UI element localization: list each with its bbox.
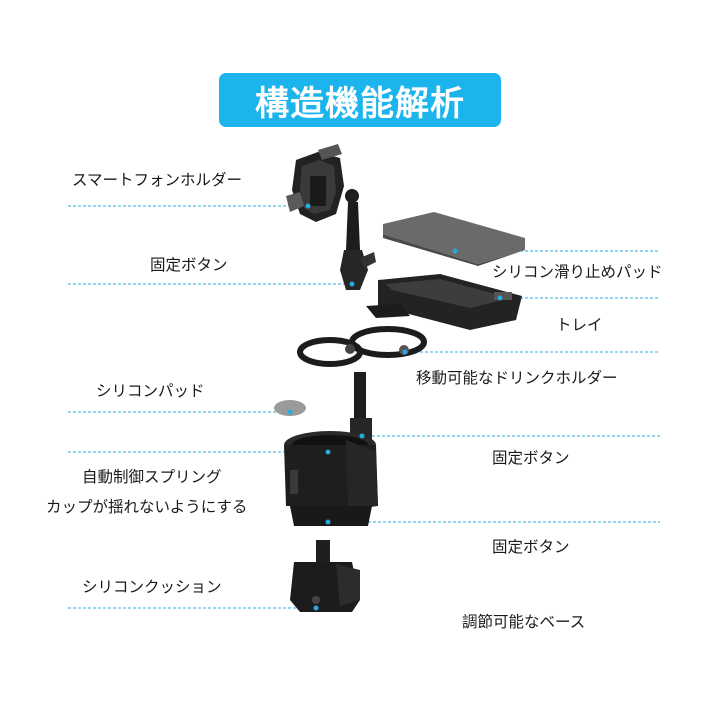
arm-part — [340, 189, 376, 290]
phone-holder-part — [286, 144, 344, 222]
label-lock-button-2: 固定ボタン — [492, 449, 570, 467]
cup-holder-body-part — [284, 431, 378, 526]
adjustable-base-part — [290, 540, 360, 612]
label-tray: トレイ — [556, 316, 603, 334]
label-lock-button-3: 固定ボタン — [492, 538, 570, 556]
label-spring-line1: 自動制御スプリング — [82, 468, 222, 486]
label-lock-button-1: 固定ボタン — [150, 256, 228, 274]
tray-part — [366, 274, 522, 330]
label-movable-holder: 移動可能なドリンクホルダー — [416, 369, 618, 387]
page-title: 構造機能解析 — [255, 83, 465, 124]
title-badge: 構造機能解析 — [219, 73, 501, 127]
silicone-pad-part — [274, 400, 306, 416]
label-anti-slip-pad: シリコン滑り止めパッド — [492, 263, 663, 281]
stem-part — [350, 372, 372, 440]
label-phone-holder: スマートフォンホルダー — [72, 171, 243, 189]
drink-holder-rings-part — [297, 326, 427, 367]
label-adjustable-base: 調節可能なベース — [462, 613, 586, 631]
label-spring-line2: カップが揺れないようにする — [46, 498, 248, 516]
label-silicone-cushion: シリコンクッション — [82, 578, 222, 596]
label-silicone-pad: シリコンパッド — [96, 382, 205, 400]
anti-slip-pad-part — [383, 212, 525, 264]
leader-dots — [287, 203, 503, 611]
